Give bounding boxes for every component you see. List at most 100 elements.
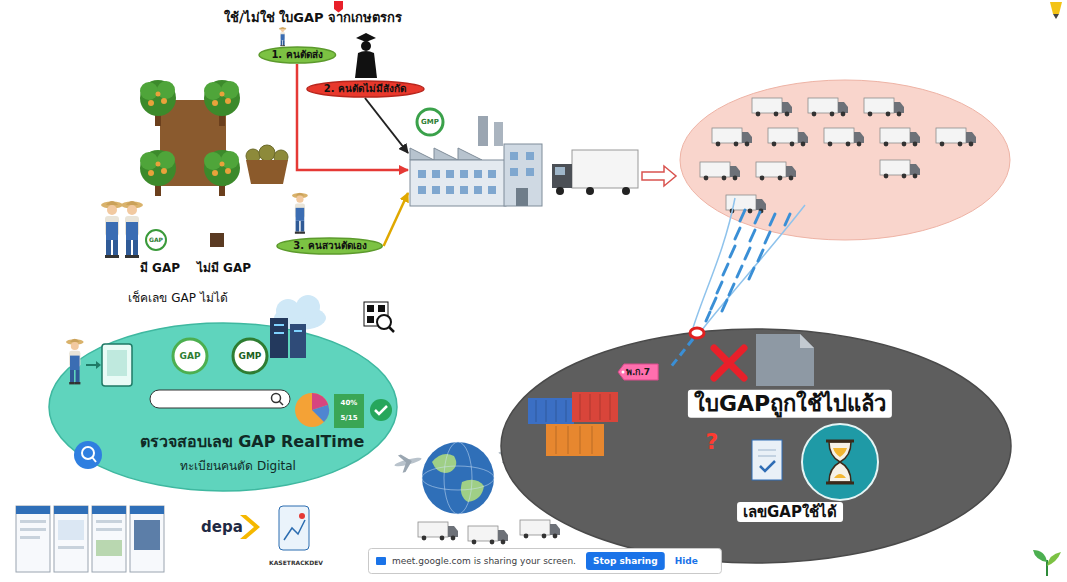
funnel xyxy=(745,248,750,259)
truck-fleet xyxy=(752,98,792,116)
pedestal-label: 1. คนตัดส่ง xyxy=(271,49,322,61)
document-icon xyxy=(800,334,814,348)
truck-fleet xyxy=(680,80,1010,240)
badge-text: GAP xyxy=(180,351,201,362)
unaffiliated-cutter-figure xyxy=(361,41,371,51)
legend-note: มี GAP xyxy=(140,261,180,275)
logo-text: KASETRACKDEV xyxy=(269,559,323,566)
truck-fleet xyxy=(712,128,752,146)
cloud-server xyxy=(294,330,302,332)
containers xyxy=(580,394,610,420)
document-icon xyxy=(756,334,814,386)
funnel xyxy=(706,210,790,321)
funnel xyxy=(730,246,735,257)
factory-part xyxy=(410,160,506,206)
search-bar xyxy=(150,390,290,408)
form-tag-outline xyxy=(618,364,658,380)
pie-chart xyxy=(295,393,329,427)
cutter-pedestal-outline xyxy=(307,81,424,97)
truck-fleet xyxy=(756,162,796,180)
check-mark xyxy=(370,399,392,421)
approved-document xyxy=(760,461,775,471)
truck-fleet xyxy=(864,98,904,116)
funnel xyxy=(750,230,755,241)
approved-document xyxy=(758,450,776,456)
plant-icon xyxy=(1033,550,1061,576)
qr-scan-icon xyxy=(367,305,374,312)
screen-share-bar-outline xyxy=(369,549,722,574)
cloud-server xyxy=(296,295,320,319)
stat-box xyxy=(334,394,364,428)
app-screenshots xyxy=(16,506,50,572)
qr-scan-icon xyxy=(367,316,374,323)
plant-icon xyxy=(1047,552,1061,566)
legend-note: ไม่มี GAP xyxy=(197,261,251,275)
app-screenshots xyxy=(16,506,164,572)
tag-label: พ.ก.7 xyxy=(626,367,650,378)
orchard xyxy=(140,80,240,196)
note-text: เช็คเลข GAP ไม่ได้ xyxy=(128,291,227,305)
funnel xyxy=(740,210,745,221)
truck-fleet xyxy=(824,128,864,146)
cutter-pedestal-outline xyxy=(277,238,382,254)
app-icon xyxy=(74,441,102,469)
factory-part xyxy=(460,170,468,178)
qr-scan-icon xyxy=(364,302,394,332)
factory-part xyxy=(504,144,542,206)
stat-box xyxy=(334,394,364,428)
truck-fleet xyxy=(700,162,740,180)
truck-fleet xyxy=(880,160,920,178)
factory-part xyxy=(488,186,496,194)
factory-part xyxy=(478,116,488,146)
factory-part xyxy=(417,109,443,135)
panel-subtitle: ทะเบียนคนตัด Digital xyxy=(180,459,296,473)
gap-badge xyxy=(146,230,166,250)
gap-check-panel-outline xyxy=(49,323,397,491)
globe xyxy=(461,480,484,502)
factory-part xyxy=(494,122,503,146)
status-text: เลขGAPใช้ได้ xyxy=(737,502,843,522)
app-screenshots xyxy=(130,506,164,514)
containers xyxy=(546,424,604,456)
funnel xyxy=(702,205,805,330)
globe xyxy=(418,522,458,540)
kasetrack-icon xyxy=(279,506,309,550)
unaffiliated-cutter-figure xyxy=(355,33,377,78)
funnel xyxy=(737,266,742,277)
factory-part xyxy=(410,148,482,160)
app-screenshots xyxy=(134,520,160,550)
hourglass xyxy=(834,474,846,478)
factory-part xyxy=(446,186,454,194)
logo-text: depa xyxy=(201,518,243,536)
funnel xyxy=(711,298,716,309)
qr-scan-icon xyxy=(377,315,391,329)
factory-part xyxy=(446,170,454,178)
cloud-server xyxy=(270,295,326,358)
stop-sharing-button: Stop sharing xyxy=(586,552,665,570)
app-screenshots xyxy=(20,536,40,539)
badge-text: GMP xyxy=(239,351,262,362)
app-farmer xyxy=(107,350,127,376)
factory-part xyxy=(526,168,534,176)
factory-part xyxy=(432,186,440,194)
app-farmer xyxy=(96,361,101,369)
orchard xyxy=(140,80,176,126)
globe xyxy=(468,526,508,544)
factory-part xyxy=(516,188,528,206)
hollow-arrow xyxy=(642,166,676,186)
truck-fleet xyxy=(768,128,808,146)
funnel xyxy=(735,228,740,239)
containers xyxy=(536,394,610,454)
form-tag: พ.ก.7 xyxy=(618,364,658,380)
app-farmer xyxy=(86,364,96,366)
app-screenshots xyxy=(96,540,122,556)
app-screenshots xyxy=(130,506,164,572)
funnel xyxy=(706,312,710,321)
app-screenshots xyxy=(58,546,84,549)
funnel xyxy=(749,268,754,279)
document-icon xyxy=(756,334,814,386)
cloud-server xyxy=(270,318,288,358)
certificate-badge xyxy=(233,339,267,373)
plant-icon xyxy=(1046,560,1048,576)
